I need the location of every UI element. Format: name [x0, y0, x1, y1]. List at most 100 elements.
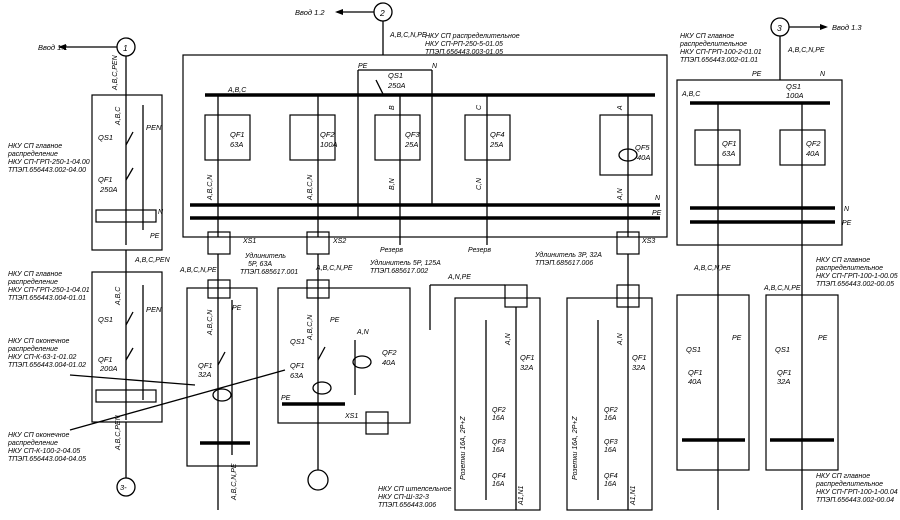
sub2-xs1 — [365, 411, 389, 435]
panel-p1-name-2: распределение — [7, 150, 58, 158]
xs2-label: XS2 — [332, 238, 346, 245]
feeder-label: A,B,C,PEN — [112, 54, 119, 91]
rcd-ring — [312, 381, 332, 395]
qs1-label: QS1 — [786, 82, 801, 91]
qf2-rating: 100A — [320, 140, 338, 149]
qf3-phases: B,N — [389, 177, 396, 190]
plug-qf2-rating: 16A — [492, 415, 505, 422]
pen-label: PEN — [146, 123, 162, 132]
input-3-arrowhead — [820, 24, 828, 30]
busbar-box — [95, 209, 157, 223]
plug-panel-box — [566, 297, 653, 511]
qf5-rating: 40A — [637, 153, 650, 162]
n-bus-label: N — [655, 195, 661, 202]
p7b-pe: PE — [818, 335, 828, 342]
qf-box — [779, 129, 826, 166]
qs1-contact — [125, 131, 134, 146]
plug-an: A,N — [617, 332, 624, 346]
qs1-contact — [375, 79, 384, 95]
plug-qf3-rating: 16A — [492, 447, 505, 454]
qf-box — [694, 129, 741, 166]
qf-box — [289, 114, 336, 161]
p6-out1: A,B,C,N,PE — [693, 265, 731, 272]
panel-p1-qf1-rating: 250A — [99, 185, 118, 194]
plug-qf4-rating: 16A — [604, 481, 617, 488]
panel-sub2-box — [277, 287, 411, 424]
leader-line — [69, 369, 286, 431]
panel-p6-name-2: распределительное — [679, 40, 747, 48]
n-bus-label: N — [844, 206, 850, 213]
panel-p1-box — [91, 94, 163, 251]
qf5-phase: A — [617, 105, 624, 111]
rcd-ring — [352, 355, 372, 369]
feeder-label: A,B,C,PEN — [115, 414, 122, 451]
panel-p6-box — [676, 79, 843, 246]
input-1-arrowhead — [58, 44, 66, 50]
panel-p2-qs1: QS1 — [98, 315, 113, 324]
ext3-line2: ТПЭП.685617.006 — [535, 260, 593, 267]
panel-p7a-box — [676, 294, 750, 471]
qf1-label: QF1 — [230, 130, 245, 139]
pe-label: PE — [752, 71, 762, 78]
qf1-rating: 63A — [230, 140, 243, 149]
sub2-qf2-rating: 40A — [382, 358, 395, 367]
feeder-label: A,B,C,N,PE — [787, 47, 825, 54]
rezerv-2: Резерв — [468, 247, 491, 254]
rcd-ring — [618, 148, 638, 162]
qf3-rating: 25A — [404, 140, 418, 149]
plug-label: Розетки 16A, 2P+Z — [572, 416, 579, 480]
ext1-line2: 5P, 63A — [248, 261, 272, 268]
panel-p1-name-4: ТПЭП.656443.002-04.00 — [8, 167, 86, 174]
panel-p2-name-3: НКУ СП-ГРП-250-1-04.01 — [8, 287, 90, 294]
plug-connector — [504, 284, 528, 308]
p7b-qf1-rating: 32A — [777, 377, 790, 386]
xs3-phases: A,N,PE — [447, 274, 471, 281]
xs1-label: XS1 — [242, 238, 256, 245]
plug-qf3-rating: 16A — [604, 447, 617, 454]
plug-a1n1: A1,N1 — [518, 485, 525, 506]
input-3-number: 3 — [777, 23, 782, 33]
panel-p4-name-4: ТПЭП.656443.004-04.05 — [8, 456, 86, 463]
plug-qf1: QF1 — [632, 353, 647, 362]
panel-p8-name-4: ТПЭП.656443.002-00.04 — [816, 497, 894, 504]
panel-p2-name-1: НКУ СП главное — [8, 271, 62, 278]
pen-label: PEN — [146, 305, 162, 314]
n-label: N — [432, 63, 438, 70]
qf-box — [464, 114, 511, 161]
qf2-phases: A,B,C,N — [307, 174, 314, 201]
plug-qf2-rating: 16A — [604, 415, 617, 422]
panel-p6-name-4: ТПЭП.656443.002-01.01 — [680, 57, 758, 64]
abc-bus-label: A,B,C — [681, 91, 701, 98]
panel-p1-qs1: QS1 — [98, 133, 113, 142]
input-2-number: 2 — [379, 8, 385, 18]
panel-p8-name-3: НКУ СП-ГРП-100-1-00.04 — [816, 489, 898, 496]
p7a-qf1: QF1 — [688, 368, 703, 377]
sub2-connector — [306, 279, 330, 299]
qf3-phase: B — [389, 105, 396, 110]
qf5-phases: A,N — [617, 187, 624, 201]
plug-qf1-rating: 32A — [632, 363, 645, 372]
panel-p8-name-2: распределительное — [815, 480, 883, 488]
qf-box — [204, 114, 251, 161]
n-label: N — [820, 71, 826, 78]
panel-p3-name-1: НКУ СП оконечное — [8, 338, 69, 345]
feeder-qf1: QF1 63A A,B,C,N — [204, 95, 251, 237]
sub1-qf1: QF1 — [198, 361, 213, 370]
panel-p8-name-1: НКУ СП главное — [816, 473, 870, 480]
qf5-label: QF5 — [635, 143, 650, 152]
panel-p7-name-2: распределительное — [815, 264, 883, 272]
qf2-label: QF2 — [320, 130, 335, 139]
input-2-label: Ввод 1.2 — [295, 8, 325, 17]
feeder-qf2: QF2 100A A,B,C,N — [289, 95, 338, 237]
panel-p4-name-2: распределение — [7, 439, 58, 447]
input-4-circle — [116, 477, 136, 497]
plug-label: Розетки 16A, 2P+Z — [460, 416, 467, 480]
sub1-out-phases: A,B,C,N,PE — [231, 463, 238, 501]
plug-a1n1: A1,N1 — [630, 485, 637, 506]
qf4-label: QF4 — [490, 130, 505, 139]
sub2-qs1: QS1 — [290, 337, 305, 346]
qf3-label: QF3 — [405, 130, 420, 139]
xs3-label: XS3 — [641, 238, 655, 245]
feeder-qf5: QF5 40A A A,N — [599, 95, 653, 237]
